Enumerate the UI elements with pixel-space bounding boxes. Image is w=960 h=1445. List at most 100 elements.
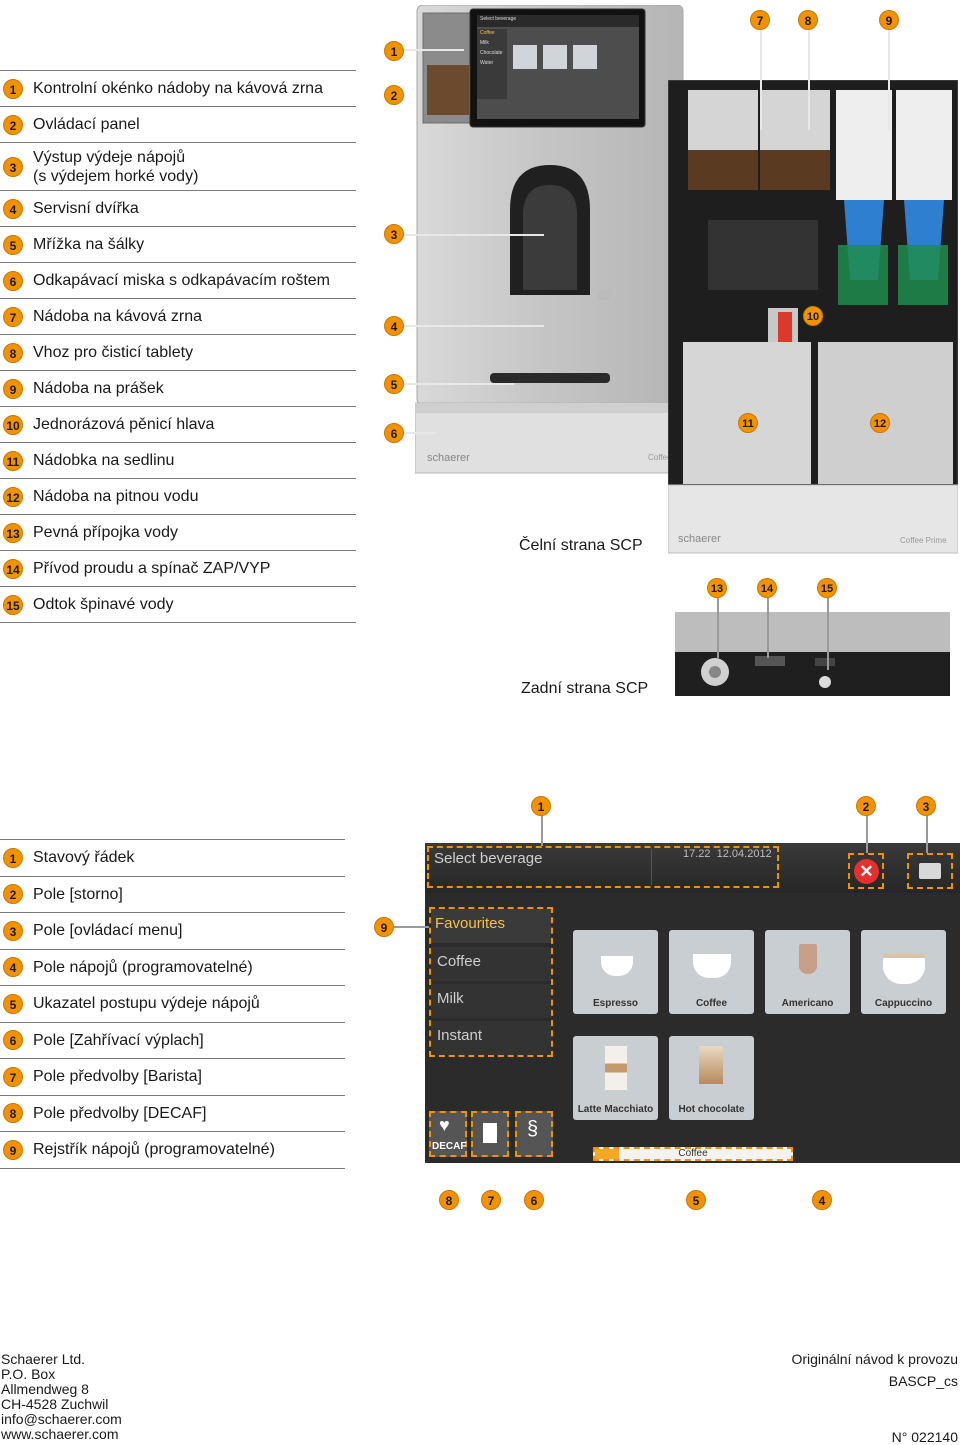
callout-badge: 6	[524, 1190, 544, 1210]
decaf-button[interactable]: ♥ DECAF	[429, 1111, 467, 1157]
beverage-button[interactable]: Hot chocolate	[669, 1036, 754, 1120]
legend-text: Servisní dvířka	[33, 200, 139, 217]
heart-icon: ♥	[439, 1115, 450, 1135]
callout-badge: 3	[3, 920, 23, 941]
machine-rear-illustration	[675, 612, 950, 696]
callout-badge: 9	[374, 917, 394, 937]
callout-badge: 6	[384, 423, 404, 443]
callout-leader	[926, 816, 928, 853]
callout-badge: 3	[916, 796, 936, 816]
tab-coffee[interactable]: Coffee	[431, 947, 551, 981]
legend-text: Pole [ovládací menu]	[33, 922, 183, 940]
cup-icon	[693, 954, 731, 978]
callout-badge: 8	[439, 1190, 459, 1210]
footer-pobox: P.O. Box	[1, 1366, 56, 1382]
mini-screen-tab: Coffee	[480, 30, 495, 36]
callout-leader	[404, 432, 436, 434]
footer-company: Schaerer Ltd.	[1, 1351, 86, 1367]
legend-text: Mřížka na šálky	[33, 236, 145, 253]
callout-badge: 15	[3, 594, 23, 615]
tab-label: Coffee	[437, 953, 481, 970]
callout-badge: 2	[3, 884, 23, 905]
callout-badge: 8	[3, 1103, 23, 1124]
callout-badge: 7	[3, 1066, 23, 1087]
progress-bar: Coffee	[593, 1147, 793, 1161]
legend-text: Rejstřík nápojů (programovatelné)	[33, 1141, 275, 1159]
callout-badge: 7	[481, 1190, 501, 1210]
callout-badge: 1	[3, 78, 23, 99]
callout-leader	[404, 234, 544, 236]
beverage-button[interactable]: Latte Macchiato	[573, 1036, 658, 1120]
barista-icon	[483, 1123, 497, 1143]
barista-button[interactable]	[471, 1111, 509, 1157]
legend-text: Odtok špinavé vody	[33, 596, 174, 613]
legend-text: Nádobka na sedlinu	[33, 452, 175, 469]
callout-leader	[767, 598, 769, 658]
warm-rinse-button[interactable]: §	[515, 1111, 553, 1157]
callout-badge: 11	[738, 413, 758, 433]
callout-badge: 12	[3, 486, 23, 507]
callout-badge: 4	[384, 316, 404, 336]
legend-item: 9 Nádoba na prášek	[0, 371, 356, 407]
tab-instant[interactable]: Instant	[431, 1021, 551, 1055]
status-datetime: 17.22 12.04.2012	[683, 848, 772, 860]
status-title: Select beverage	[434, 850, 543, 867]
close-icon: ✕	[854, 859, 879, 884]
callout-badge: 1	[3, 847, 23, 868]
glass-icon	[699, 1046, 723, 1084]
callout-badge: 11	[3, 450, 23, 471]
model-front-label: Coffee	[648, 453, 672, 462]
footer-web: www.schaerer.com	[1, 1426, 119, 1442]
legend-text: Odkapávací miska s odkapávacím roštem	[33, 272, 331, 289]
callout-badge: 5	[3, 234, 23, 255]
legend-text: Ovládací panel	[33, 116, 140, 133]
callout-leader	[717, 598, 719, 658]
legend-text: Nádoba na prášek	[33, 380, 164, 397]
control-menu-button[interactable]	[907, 853, 953, 889]
callout-leader	[404, 49, 464, 51]
beverage-button[interactable]: Americano	[765, 930, 850, 1014]
legend-text: Stavový řádek	[33, 849, 135, 867]
callout-badge: 5	[3, 993, 23, 1014]
callout-badge: 15	[817, 578, 837, 598]
footer-city: CH-4528 Zuchwil	[1, 1396, 109, 1412]
beverage-button[interactable]: Espresso	[573, 930, 658, 1014]
legend-text: Nádoba na pitnou vodu	[33, 488, 199, 505]
beverage-button[interactable]: Cappuccino	[861, 930, 946, 1014]
callout-badge: 2	[856, 796, 876, 816]
tab-milk[interactable]: Milk	[431, 984, 551, 1018]
status-divider	[651, 849, 652, 885]
callout-leader	[541, 816, 543, 846]
legend-text: Pevná přípojka vody	[33, 524, 178, 541]
beverage-label: Coffee	[695, 998, 728, 1009]
callout-badge: 4	[3, 957, 23, 978]
legend-item: 9 Rejstřík nápojů (programovatelné)	[0, 1132, 345, 1169]
callout-badge: 9	[3, 378, 23, 399]
callout-badge: 1	[531, 796, 551, 816]
decaf-label: DECAF	[432, 1141, 467, 1152]
callout-badge: 9	[3, 1139, 23, 1160]
tab-label: Instant	[437, 1027, 483, 1044]
callout-badge: 4	[812, 1190, 832, 1210]
callout-leader	[404, 325, 544, 327]
beverage-button[interactable]: Coffee	[669, 930, 754, 1014]
touch-screen: Select beverage 17.22 12.04.2012 ✕ Favou…	[425, 843, 960, 1163]
footer-doc-code: BASCP_cs	[888, 1373, 958, 1389]
callout-badge: 12	[870, 413, 890, 433]
cancel-button[interactable]: ✕	[848, 853, 884, 889]
callout-leader	[404, 383, 514, 385]
footer-street: Allmendweg 8	[1, 1381, 89, 1397]
callout-badge: 2	[3, 114, 23, 135]
callout-badge: 14	[757, 578, 777, 598]
tab-favourites[interactable]: Favourites	[431, 909, 551, 943]
callout-badge: 14	[3, 558, 23, 579]
legend-text: Výstup výdeje nápojů (s výdejem horké vo…	[33, 148, 199, 185]
callout-badge: 7	[750, 10, 770, 30]
